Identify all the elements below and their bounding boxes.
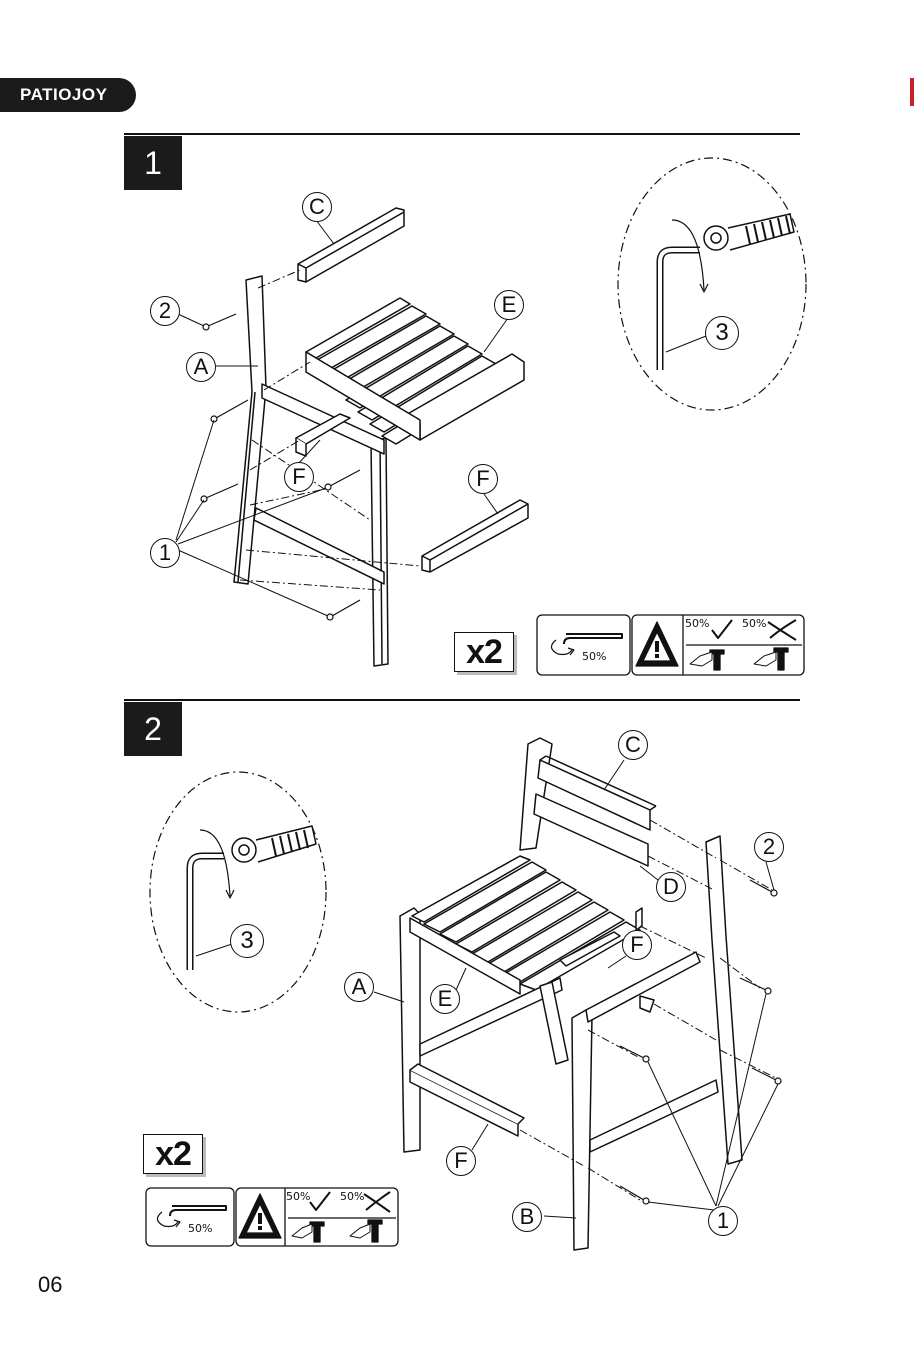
step-1-check-percent: 50%	[685, 617, 709, 630]
step-2-part-label-bolt: 1	[708, 1206, 738, 1236]
step-1-part-label-a: A	[186, 352, 216, 382]
step-2-part-label-f-inner: F	[622, 930, 652, 960]
step-2-part-label-b: B	[512, 1202, 542, 1232]
step-2-part-label-screw: 2	[754, 832, 784, 862]
step-1-part-label-c: C	[302, 192, 332, 222]
step-1-part-label-e: E	[494, 290, 524, 320]
step-1-part-label-f-inner: F	[284, 462, 314, 492]
step-2-part-label-a: A	[344, 972, 374, 1002]
step-1-quantity: x2	[454, 632, 514, 672]
step-2-quantity: x2	[143, 1134, 203, 1174]
step-1-tighten-percent: 50%	[582, 650, 606, 663]
step-2-part-label-e: E	[430, 984, 460, 1014]
page-number: 06	[38, 1272, 62, 1298]
step-2-part-label-c: C	[618, 730, 648, 760]
step-1-drawing	[176, 158, 806, 666]
step-2-cross-percent: 50%	[340, 1190, 364, 1203]
step-2-part-label-d: D	[656, 872, 686, 902]
step-1-part-label-screw: 2	[150, 296, 180, 326]
step-1-part-label-wrench: 3	[705, 316, 739, 350]
step-2-tighten-percent: 50%	[188, 1222, 212, 1235]
step-1-part-label-bolt: 1	[150, 538, 180, 568]
step-2-check-percent: 50%	[286, 1190, 310, 1203]
step-2-part-label-wrench: 3	[230, 924, 264, 958]
step-1-cross-percent: 50%	[742, 617, 766, 630]
step-1-part-label-f-loose: F	[468, 464, 498, 494]
step-2-part-label-f-front: F	[446, 1146, 476, 1176]
